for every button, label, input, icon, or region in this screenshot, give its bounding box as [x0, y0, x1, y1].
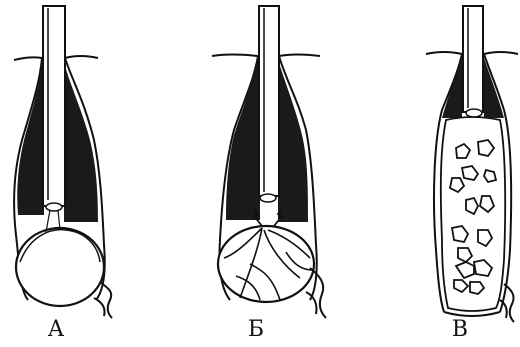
- panel-b: [212, 6, 326, 318]
- panel-b-label: Б: [236, 318, 276, 342]
- panel-a-dark-tissue-left: [17, 62, 44, 215]
- panel-c-duct: [500, 284, 514, 322]
- panel-c-tube-tip: [466, 109, 482, 117]
- panel-a-dark-tissue-right: [64, 62, 98, 222]
- panel-a-tube: [43, 6, 65, 206]
- fragment: [466, 198, 478, 214]
- panel-b-dark-tissue-right: [278, 60, 308, 222]
- panel-c-label: В: [440, 318, 480, 342]
- panel-c-dark-tissue-left: [442, 58, 462, 118]
- panel-c-dark-tissue-right: [484, 58, 504, 118]
- panel-a-tube-tip: [46, 203, 62, 211]
- fragment: [484, 170, 496, 182]
- panel-c: [426, 6, 518, 322]
- panel-b-tube-tip: [260, 194, 276, 202]
- panel-a-bubble: [16, 228, 104, 306]
- panel-b-tube: [259, 6, 279, 196]
- panel-b-stone: [218, 226, 314, 302]
- panel-a-label: А: [36, 318, 76, 342]
- panel-a: [14, 6, 112, 318]
- panel-c-tube: [463, 6, 483, 112]
